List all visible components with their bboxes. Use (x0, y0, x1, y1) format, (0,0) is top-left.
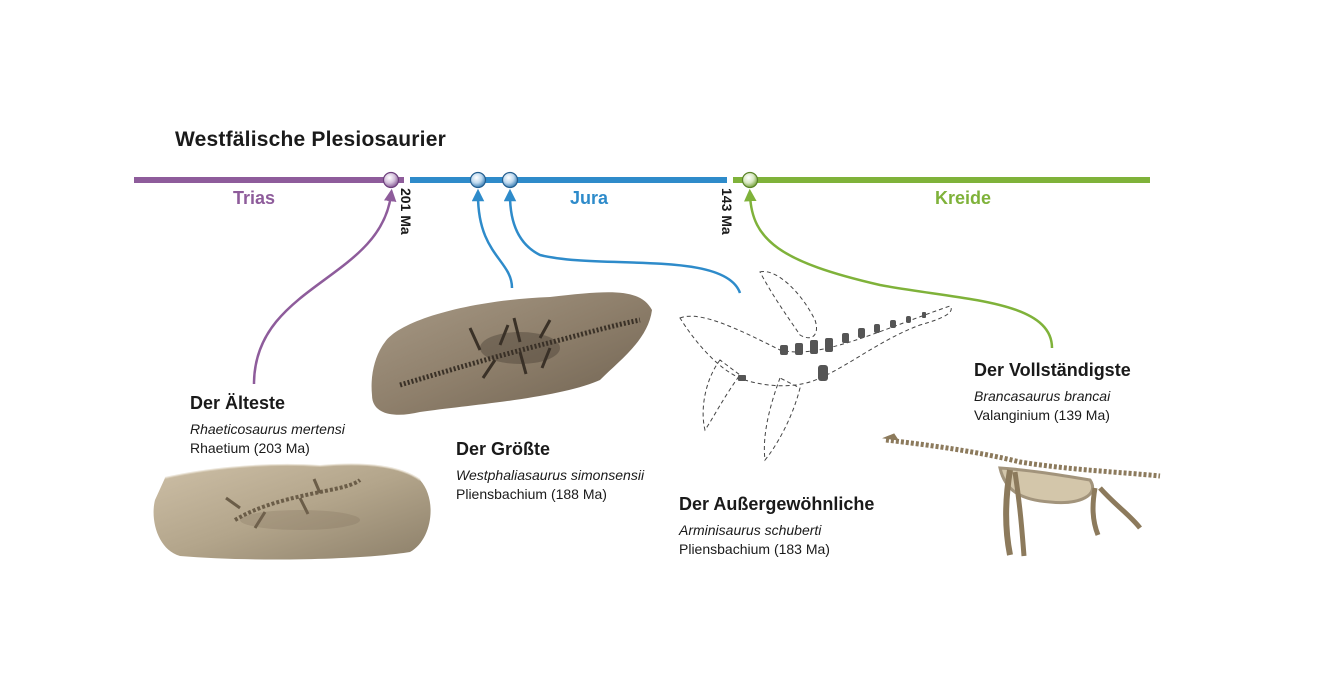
marker-aussergewoehnliche (501, 171, 519, 189)
specimen-species: Brancasaurus brancai (974, 388, 1111, 404)
specimen-heading: Der Größte (456, 439, 551, 459)
specimen-card-aussergewoehnliche: Der Außergewöhnliche Arminisaurus schube… (679, 494, 874, 559)
arrow-vollstaendigste (744, 188, 1054, 349)
specimen-species: Rhaeticosaurus mertensi (190, 421, 345, 437)
period-label-jura: Jura (570, 188, 609, 208)
specimen-epoch: Rhaetium (203 Ma) (190, 440, 310, 456)
fossil-rhaeticosaurus (153, 463, 431, 560)
boundary-label-143: 143 Ma (719, 188, 735, 235)
specimen-epoch: Pliensbachium (183 Ma) (679, 541, 830, 557)
specimen-card-groesste: Der Größte Westphaliasaurus simonsensii … (456, 439, 644, 504)
specimen-card-vollstaendigste: Der Vollständigste Brancasaurus brancai … (974, 360, 1131, 425)
marker-groesste (469, 171, 487, 189)
period-label-trias: Trias (233, 188, 276, 208)
marker-aelteste (382, 171, 400, 189)
specimen-heading: Der Vollständigste (974, 360, 1131, 380)
marker-vollstaendigste (741, 171, 759, 189)
arrow-aelteste (252, 188, 397, 385)
fossil-arminisaurus (679, 271, 952, 462)
specimen-heading: Der Außergewöhnliche (679, 494, 875, 514)
arrow-aussergewoehnliche (503, 188, 742, 294)
fossil-brancasaurus (882, 433, 1161, 557)
fossil-arminisaurus-bones (738, 312, 926, 381)
specimen-epoch: Valanginium (139 Ma) (974, 407, 1110, 423)
specimen-heading: Der Älteste (190, 393, 286, 413)
specimen-species: Westphaliasaurus simonsensii (456, 467, 645, 483)
specimen-species: Arminisaurus schuberti (679, 522, 822, 538)
boundary-label-201: 201 Ma (398, 188, 414, 235)
period-label-kreide: Kreide (935, 188, 992, 208)
specimen-epoch: Pliensbachium (188 Ma) (456, 486, 607, 502)
fossil-westphaliasaurus (371, 292, 652, 415)
diagram-title: Westfälische Plesiosaurier (175, 128, 446, 151)
specimen-card-aelteste: Der Älteste Rhaeticosaurus mertensi Rhae… (190, 393, 345, 458)
arrow-groesste (471, 188, 514, 289)
